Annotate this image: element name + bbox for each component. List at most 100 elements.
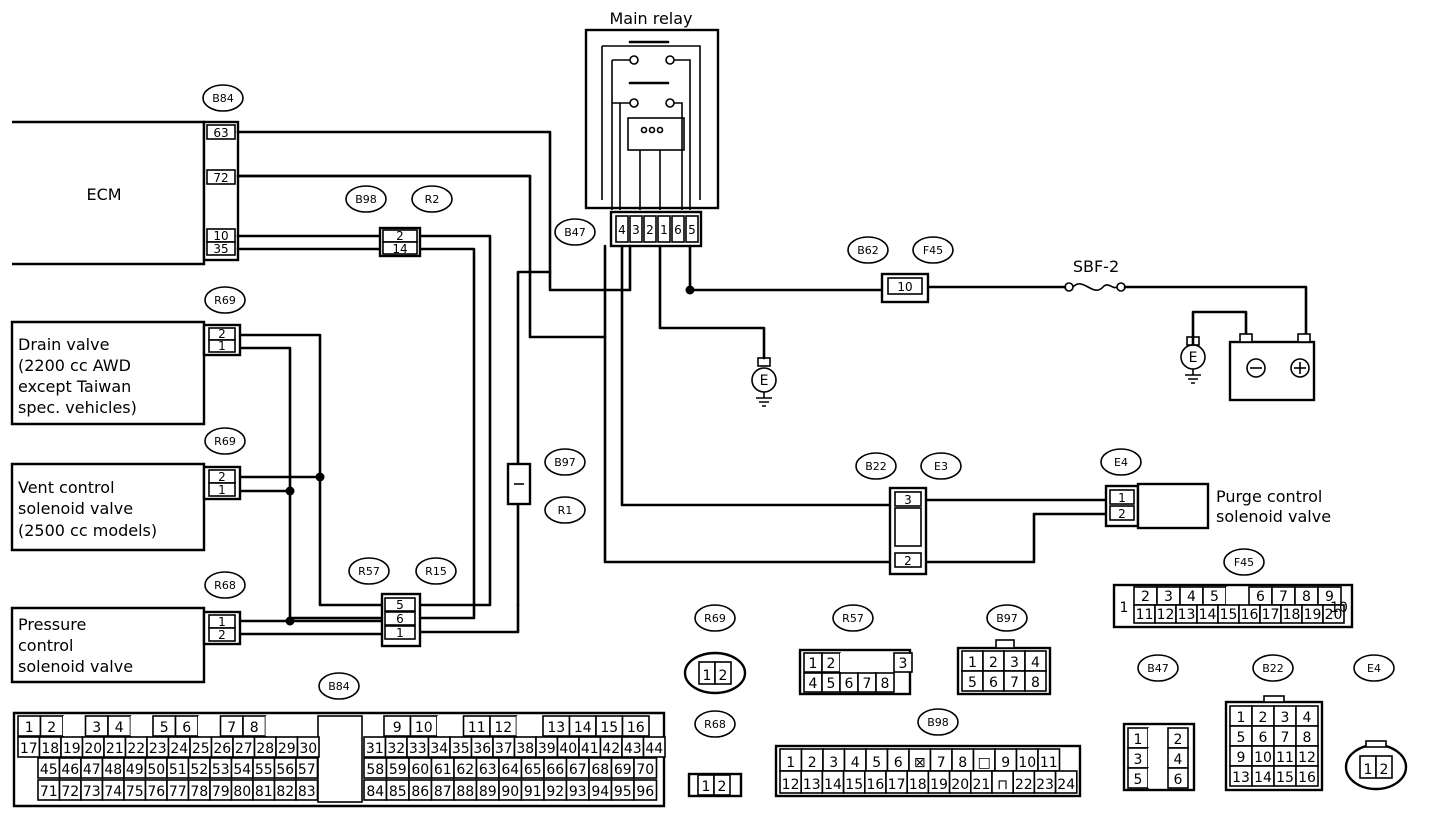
- f45-view-bottom-pin: 17: [1262, 607, 1280, 623]
- b47-pin-cell: [643, 215, 657, 243]
- b84-view-r4a-pin: 79: [212, 784, 230, 800]
- connector-id-r69: R69: [204, 286, 246, 314]
- b22-view-r2-pin: 6: [1259, 730, 1268, 746]
- b84-view-r2b-pin: 40: [559, 741, 577, 757]
- b84-view-r2a-pin: 23: [149, 741, 167, 757]
- b84-view-r2b-pin: 31: [366, 741, 384, 757]
- b84-view-r3a-pin: 50: [147, 762, 165, 778]
- f45-view-bottom-pin: 18: [1283, 607, 1301, 623]
- b47-pin-label: 2: [646, 223, 654, 237]
- b98-view-top-pin: 4: [851, 755, 860, 771]
- pin-e4-1: 1: [1118, 491, 1126, 505]
- b47-pin-cell: [629, 215, 643, 243]
- b98-view-bottom-pin: 22: [1015, 777, 1033, 793]
- b47-pin-cell: [671, 215, 685, 243]
- svg-text:B98: B98: [355, 193, 377, 206]
- b84-view-r3a-pin: 47: [83, 762, 101, 778]
- connector-id-b22: B22: [855, 452, 897, 480]
- f45-view-top-pin: 6: [1256, 589, 1265, 605]
- ground-battery-label: E: [1189, 350, 1198, 366]
- connector-id-e4: E4: [1100, 448, 1142, 476]
- pin-drain-2: 2: [218, 327, 226, 341]
- b98-view-bottom-pin: 13: [803, 777, 821, 793]
- f45-view-top-pin: 8: [1302, 589, 1311, 605]
- b84-view-r3b-pin: 62: [456, 762, 474, 778]
- b84-view-r4a-pin: 78: [190, 784, 208, 800]
- purge-control-valve: 1 2 Purge control solenoid valve: [1104, 482, 1331, 530]
- f45-view-bottom-pin: 16: [1241, 607, 1259, 623]
- b84-view-r2a-pin: 20: [84, 741, 102, 757]
- b98-view-top-pin: 5: [872, 755, 881, 771]
- b84-view-r2b-pin: 42: [602, 741, 620, 757]
- svg-text:10: 10: [1330, 600, 1348, 616]
- b47-pin-label: 1: [660, 223, 668, 237]
- svg-text:R2: R2: [425, 193, 440, 206]
- svg-text:R57: R57: [842, 612, 864, 625]
- svg-text:R69: R69: [214, 435, 236, 448]
- b84-view-r3a-pin: 51: [169, 762, 187, 778]
- svg-text:F45: F45: [923, 244, 943, 257]
- b98-view-bottom-pin: 18: [909, 777, 927, 793]
- f45-view-bottom-pin: 12: [1157, 607, 1175, 623]
- b47-pin-label: 5: [688, 223, 696, 237]
- b84-view-r4b-pin: 87: [434, 784, 452, 800]
- svg-text:B47: B47: [1147, 662, 1169, 675]
- svg-text:R1: R1: [558, 504, 573, 517]
- b84-view-r4b-pin: 95: [614, 784, 632, 800]
- b97-view-top-pin: 1: [968, 655, 977, 671]
- b84-view-r2a-pin: 28: [256, 741, 274, 757]
- b84-view-r3b-pin: 61: [434, 762, 452, 778]
- b97-view-top-pin: 2: [989, 655, 998, 671]
- b84-view-r3a-pin: 48: [104, 762, 122, 778]
- svg-text:E3: E3: [934, 460, 948, 473]
- connector-id-b62: B62: [847, 236, 889, 264]
- b47-pin-cell: [657, 215, 671, 243]
- b84-view-r2b-pin: 39: [538, 741, 556, 757]
- e4-view-pin: 1: [1364, 762, 1373, 778]
- b22-view-r1-pin: 4: [1303, 710, 1312, 726]
- pin-r57-5: 5: [396, 598, 404, 612]
- b84-view-r3b-pin: 70: [636, 762, 654, 778]
- b84-view-r3a-pin: 49: [126, 762, 144, 778]
- b84-view-r1a-pin: 6: [182, 720, 191, 736]
- f45-view-bottom-pin: 15: [1220, 607, 1238, 623]
- b84-view-r1b-pin: 11: [468, 720, 486, 736]
- r57-view-bottom-pin: 4: [809, 676, 818, 692]
- b22-view-r1-pin: 2: [1259, 710, 1268, 726]
- pin-press-1: 1: [218, 615, 226, 629]
- b98-view-bottom-pin: 20: [951, 777, 969, 793]
- b84-view-r4b-pin: 90: [501, 784, 519, 800]
- b98-view-top-pin: ⊠: [914, 755, 926, 771]
- b97-view-bottom-pin: 8: [1031, 675, 1040, 691]
- b98-view-bottom-pin: 15: [845, 777, 863, 793]
- b84-view-r3a-pin: 55: [255, 762, 273, 778]
- b47-pin-label: 3: [632, 223, 640, 237]
- b98-view-top-pin: 6: [894, 755, 903, 771]
- b84-view-r2b-pin: 32: [387, 741, 405, 757]
- b84-view-r2a-pin: 22: [127, 741, 145, 757]
- b47-view-r3-pin: 5: [1134, 772, 1143, 788]
- f45-view-top-pin: 7: [1279, 589, 1288, 605]
- connector-b22-e3: 3 2: [888, 486, 928, 576]
- connector-id-f45: F45: [1223, 548, 1265, 576]
- svg-text:E4: E4: [1367, 662, 1381, 675]
- b98-view-top-pin: 9: [1001, 755, 1010, 771]
- b84-view-r3a-pin: 56: [276, 762, 294, 778]
- b22-view-r1-pin: 1: [1237, 710, 1246, 726]
- b84-view-r2a-pin: 30: [299, 741, 317, 757]
- b98-view-top-pin: 7: [937, 755, 946, 771]
- b84-view-r1a-pin: 8: [250, 720, 259, 736]
- b98-view-top-pin: 2: [808, 755, 817, 771]
